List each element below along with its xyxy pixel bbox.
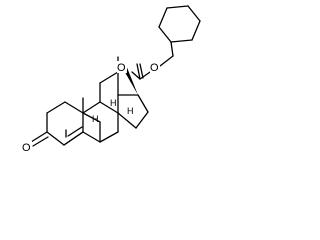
ester-linked-oxygen-label: O	[117, 62, 126, 74]
stereo-h-label-8: H	[110, 98, 117, 108]
cyclohexyl-ring	[158, 5, 201, 43]
stereo-h-label-14: H	[127, 106, 134, 116]
molecule-diagram: O O O H H H	[22, 5, 201, 154]
atom-labels: O O O H H H	[22, 61, 160, 154]
ester-oxygen-label: O	[150, 62, 159, 74]
stereo-h-label-9: H	[92, 114, 99, 124]
ketone-oxygen-label: O	[22, 142, 31, 154]
ring-b	[63, 101, 119, 146]
ring-a	[30, 101, 84, 147]
ring-c	[99, 71, 119, 114]
ring-d	[117, 94, 149, 129]
